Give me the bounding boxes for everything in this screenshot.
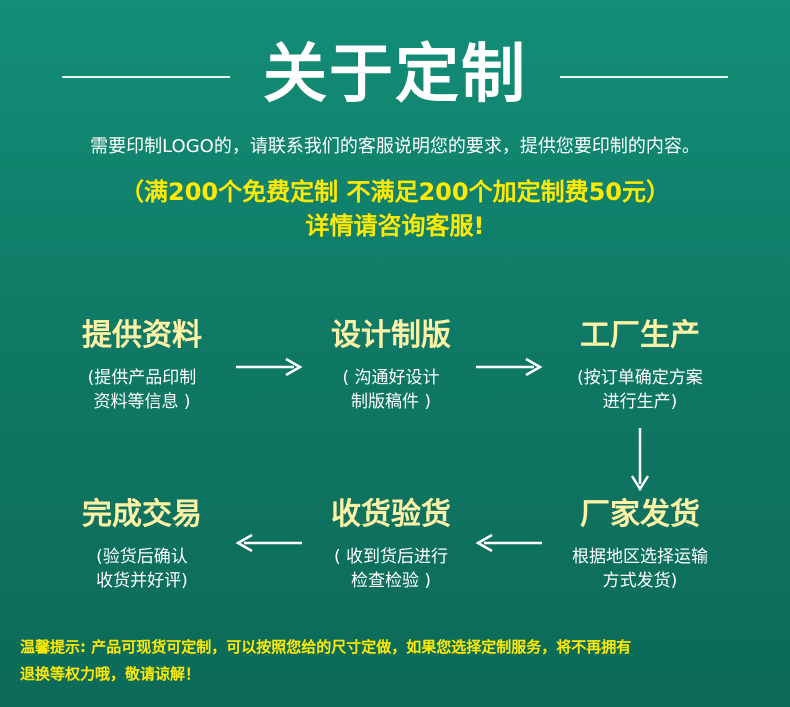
title-divider-left [62,76,230,78]
intro-text: 需要印制LOGO的，请联系我们的客服说明您的要求，提供您要印制的内容。 [90,136,700,157]
step-shipping: 厂家发货 根据地区选择运输 方式发货) [535,495,745,593]
arrow-right-icon [474,356,544,378]
step-design: 设计制版 ( 沟通好设计 制版稿件 ) [286,316,496,414]
step-description: ( 收到货后进行 检查检验 ) [286,545,496,593]
arrow-right-icon [234,356,304,378]
notice-line-2: 退换等权力哦，敬请谅解！ [20,665,201,683]
step-desc-line: 检查检验 ) [350,571,432,591]
step-description: 根据地区选择运输 方式发货) [535,545,745,593]
step-title: 设计制版 [331,318,451,353]
step-receive-inspect: 收货验货 ( 收到货后进行 检查检验 ) [286,495,496,593]
title-row: 关于定制 [0,30,790,120]
step-title: 厂家发货 [580,497,700,532]
step-title: 完成交易 [82,497,202,532]
step-desc-line: 资料等信息 ) [93,392,191,412]
step-desc-line: 进行生产) [602,392,678,412]
promo-line-1: （满200个免费定制 不满足200个加定制费50元） [120,178,670,206]
step-description: (按订单确定方案 进行生产) [535,366,745,414]
step-description: (验货后确认 收货并好评) [37,545,247,593]
step-desc-line: 根据地区选择运输 [572,547,708,567]
step-provide-info: 提供资料 (提供产品印制 资料等信息 ) [37,316,247,414]
step-desc-line: (按订单确定方案 [577,368,703,388]
arrow-left-icon [474,532,544,554]
step-title: 工厂生产 [580,318,700,353]
step-desc-line: (验货后确认 [96,547,188,567]
arrow-left-icon [234,532,304,554]
page-title: 关于定制 [263,38,527,112]
notice-text: 温馨提示: 产品可现货可定制，可以按照您给的尺寸定做，如果您选择定制服务，将不再… [20,634,780,688]
step-desc-line: 方式发货) [602,571,678,591]
notice-line-1: 温馨提示: 产品可现货可定制，可以按照您给的尺寸定做，如果您选择定制服务，将不再… [20,638,632,656]
title-divider-right [560,76,728,78]
step-description: ( 沟通好设计 制版稿件 ) [286,366,496,414]
step-desc-line: 收货并好评) [96,571,188,591]
step-desc-line: 制版稿件 ) [350,392,432,412]
step-title: 提供资料 [82,318,202,353]
promo-line-2: 详情请咨询客服! [305,212,485,240]
step-desc-line: ( 收到货后进行 [333,547,449,567]
promo-block: （满200个免费定制 不满足200个加定制费50元） 详情请咨询客服! [0,175,790,243]
step-description: (提供产品印制 资料等信息 ) [37,366,247,414]
step-complete: 完成交易 (验货后确认 收货并好评) [37,495,247,593]
step-desc-line: (提供产品印制 [87,368,197,388]
step-title: 收货验货 [331,497,451,532]
step-desc-line: ( 沟通好设计 [342,368,440,388]
arrow-down-icon [629,426,651,492]
step-production: 工厂生产 (按订单确定方案 进行生产) [535,316,745,414]
